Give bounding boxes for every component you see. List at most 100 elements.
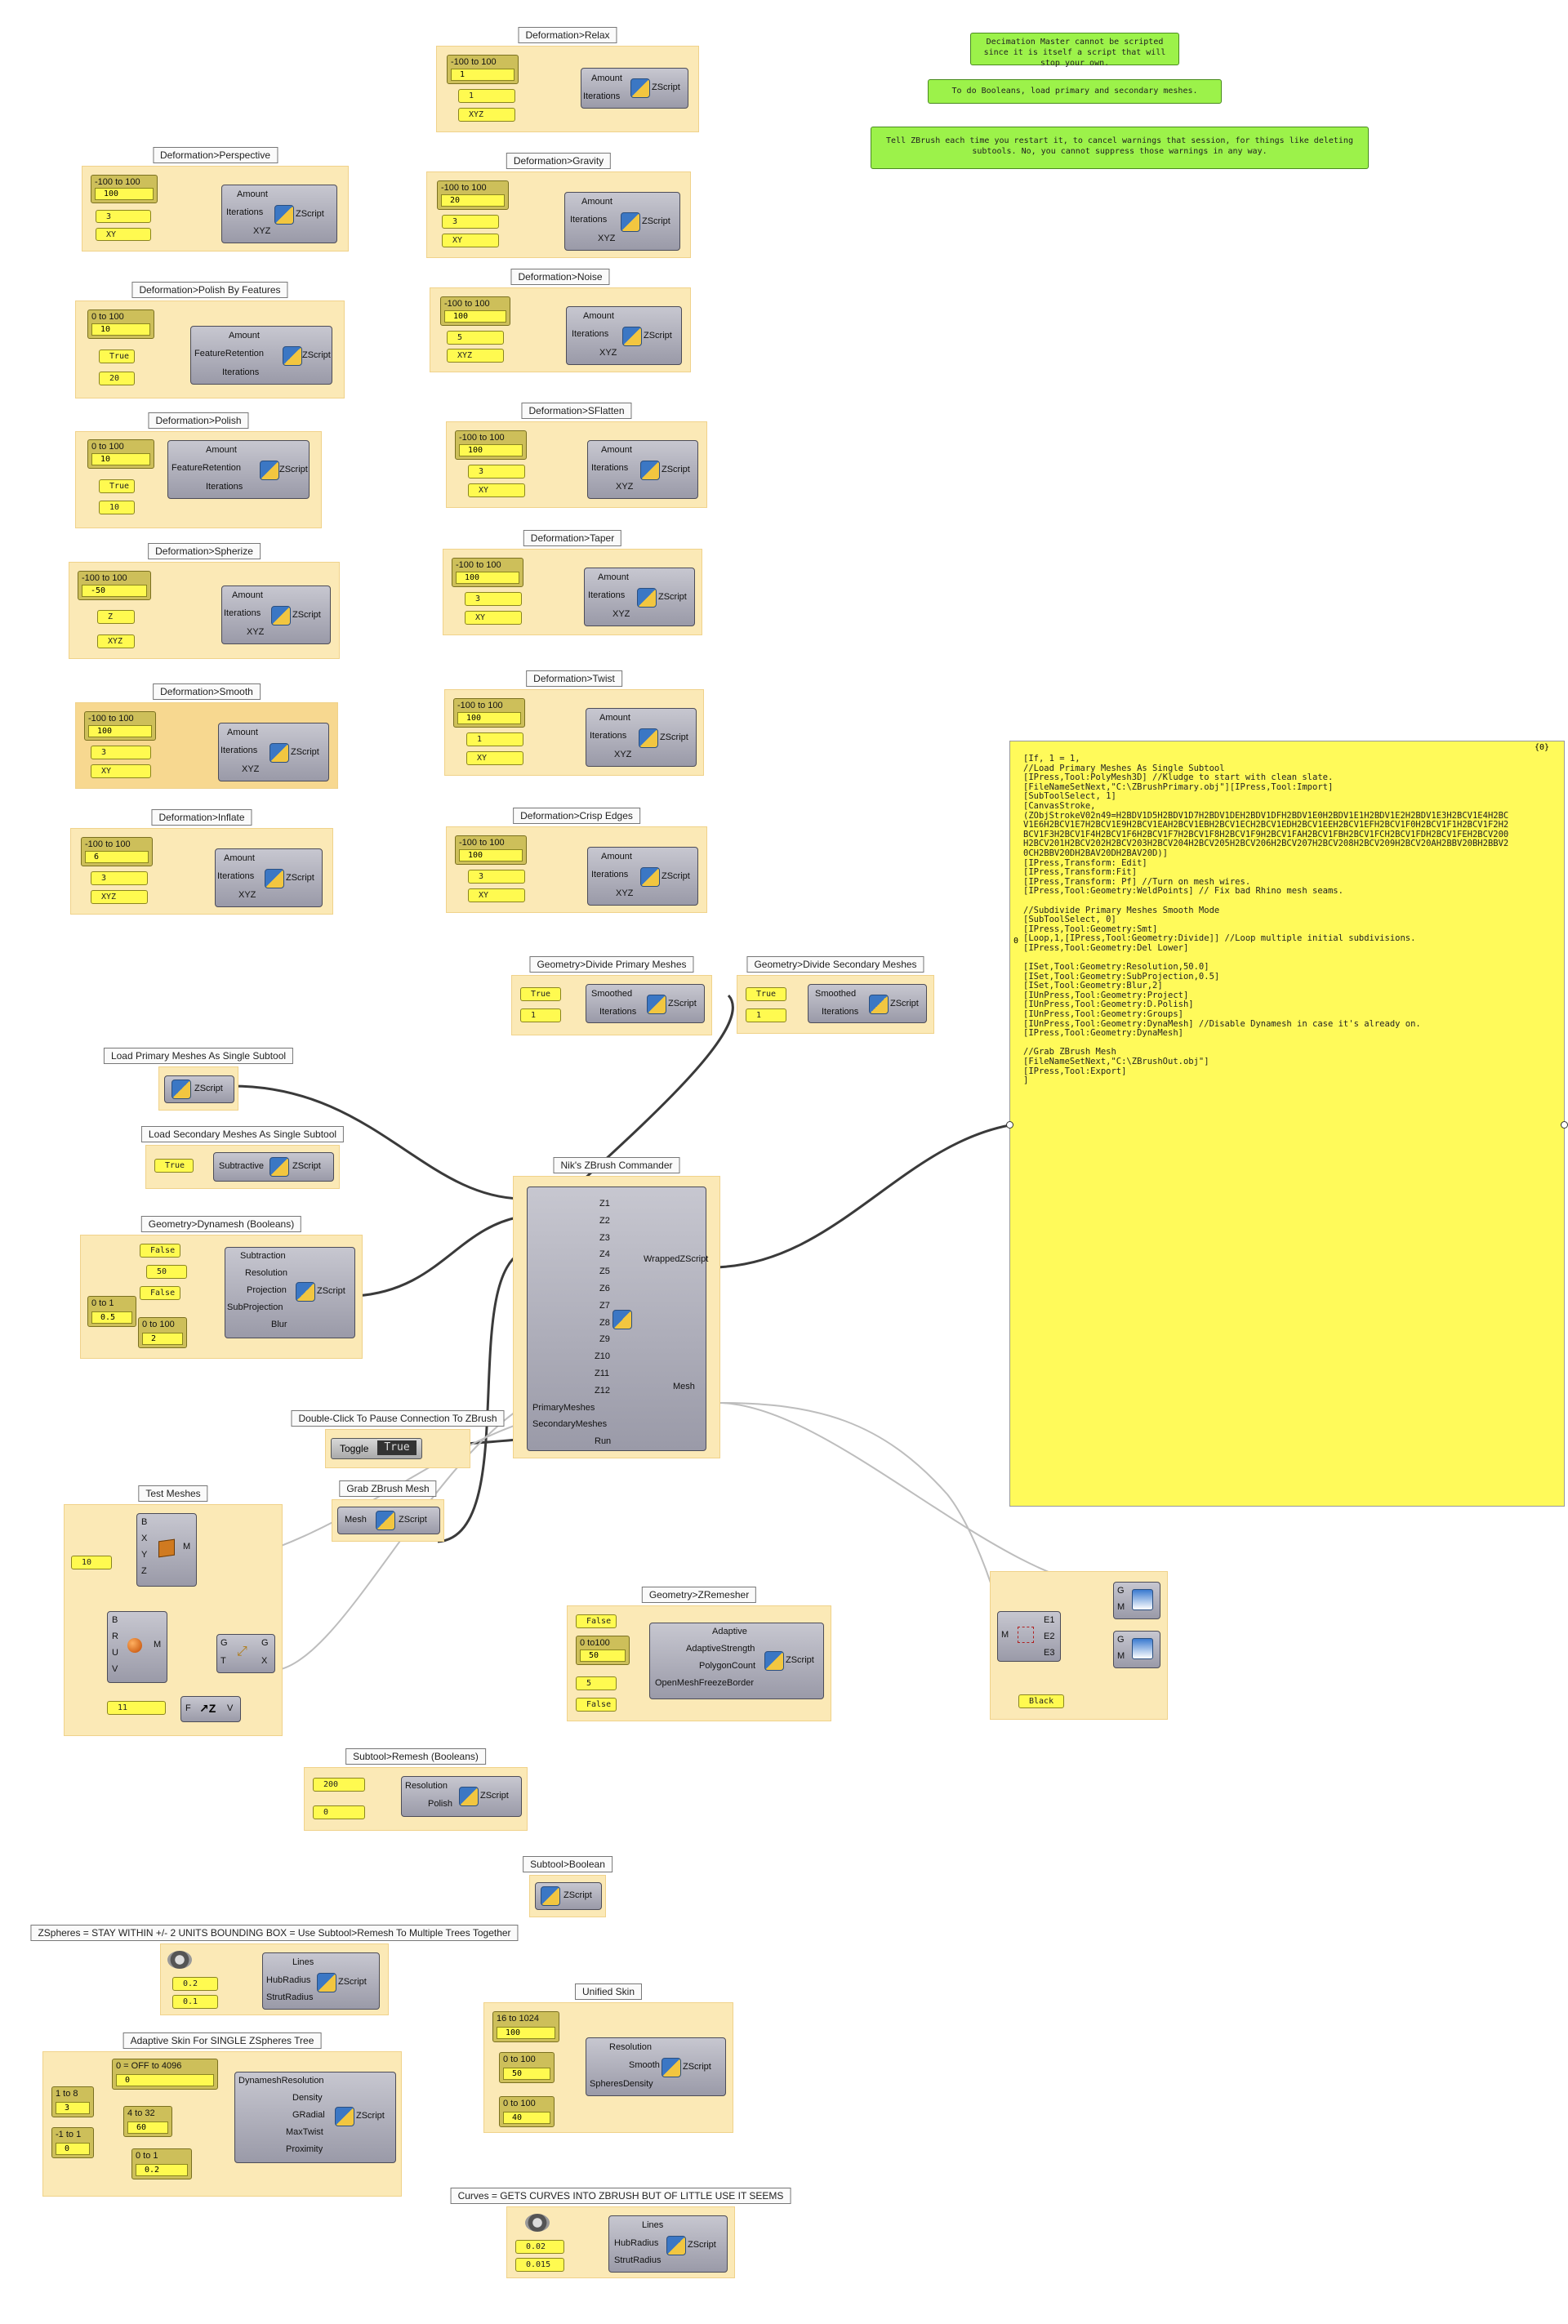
preview-component-1[interactable]: G M <box>1113 1582 1160 1619</box>
zscript-component[interactable]: Lines HubRadius StrutRadius ZScript <box>608 2215 728 2273</box>
zscript-component[interactable]: Amount Iterations XYZ ZScript <box>586 708 697 767</box>
zscript-component[interactable]: Subtractive ZScript <box>213 1152 334 1182</box>
curve-param-icon[interactable] <box>167 1951 192 1969</box>
xyz-panel[interactable]: XY <box>442 234 499 247</box>
xyz-panel[interactable]: XYZ <box>97 634 135 648</box>
group-toggle[interactable]: Double-Click To Pause Connection To ZBru… <box>291 1410 505 1468</box>
feature-retention-panel[interactable]: True <box>99 479 135 493</box>
freeze-border-panel[interactable]: False <box>576 1698 617 1712</box>
polish-panel[interactable]: 0 <box>313 1805 365 1819</box>
zscript-component[interactable]: Amount Iterations XYZ ZScript <box>587 440 698 499</box>
zscript-component[interactable]: Amount Iterations XYZ ZScript <box>218 723 329 781</box>
zscript-component[interactable]: Mesh ZScript <box>337 1507 440 1534</box>
zscript-component[interactable]: Amount Iterations XYZ ZScript <box>215 848 323 907</box>
subtraction-panel[interactable]: False <box>140 1244 180 1258</box>
xyz-panel[interactable]: XYZ <box>447 349 504 363</box>
hub-radius-panel[interactable]: 0.2 <box>172 1977 218 1991</box>
iterations-panel[interactable]: 3 <box>91 746 151 759</box>
iterations-panel[interactable]: 3 <box>468 465 525 479</box>
group-adaptive-skin[interactable]: Adaptive Skin For SINGLE ZSpheres Tree 0… <box>42 2032 402 2197</box>
zscript-component[interactable]: ZScript <box>535 1882 602 1910</box>
smoothed-panel[interactable]: True <box>520 987 561 1001</box>
series-panel[interactable]: 11 <box>107 1701 166 1715</box>
zscript-component[interactable]: Adaptive AdaptiveStrength PolygonCount O… <box>649 1623 824 1699</box>
group-boolean[interactable]: Subtool>Boolean ZScript <box>523 1856 612 1917</box>
group-divide-primary[interactable]: Geometry>Divide Primary Meshes True 1 Sm… <box>511 956 712 1035</box>
projection-panel[interactable]: False <box>140 1286 180 1300</box>
zscript-component[interactable]: Resolution Polish ZScript <box>401 1776 522 1817</box>
zscript-component[interactable]: Amount Iterations XYZ ZScript <box>221 585 331 644</box>
zscript-component[interactable]: Smoothed Iterations ZScript <box>586 984 705 1023</box>
sphere-component[interactable]: B R U V M <box>107 1611 167 1683</box>
zscript-component[interactable]: Amount Iterations ZScript <box>581 68 688 109</box>
group-zspheres[interactable]: ZSpheres = STAY WITHIN +/- 2 UNITS BOUND… <box>30 1925 519 2015</box>
amount-slider[interactable]: -100 to 100-50 <box>78 571 151 600</box>
zscript-component[interactable]: Amount Iterations XYZ ZScript <box>566 306 682 365</box>
group-test-meshes[interactable]: Test Meshes B X Y Z M 10 B R U V M G T ⤢… <box>64 1485 283 1736</box>
move-component[interactable]: G T ⤢ G X <box>216 1634 275 1673</box>
resolution-panel[interactable]: 200 <box>313 1778 365 1792</box>
zscript-component[interactable]: Resolution Smooth SpheresDensity ZScript <box>586 2037 726 2096</box>
wire-dynamesh[interactable] <box>355 1214 527 1298</box>
strut-radius-panel[interactable]: 0.1 <box>172 1995 218 2009</box>
zscript-component[interactable]: ZScript <box>164 1075 234 1103</box>
panel-output-port[interactable] <box>1561 1121 1568 1129</box>
colour-panel[interactable]: Black <box>1018 1694 1064 1708</box>
adaptive-panel[interactable]: False <box>576 1614 617 1628</box>
iterations-panel[interactable]: 1 <box>520 1008 561 1022</box>
xyz-panel[interactable]: XYZ <box>91 890 148 904</box>
zscript-component[interactable]: Amount FeatureRetention Iterations ZScri… <box>190 326 332 385</box>
xyz-panel[interactable]: XY <box>466 751 523 765</box>
zscript-component[interactable]: Smoothed Iterations ZScript <box>808 984 927 1023</box>
iterations-panel[interactable]: 20 <box>99 372 135 385</box>
iterations-panel[interactable]: 3 <box>91 871 148 885</box>
group-divide-secondary[interactable]: Geometry>Divide Secondary Meshes True 1 … <box>737 956 934 1034</box>
iterations-panel[interactable]: 10 <box>99 501 135 514</box>
toggle-button[interactable]: Toggle True <box>331 1438 422 1459</box>
zscript-component[interactable]: Amount Iterations XYZ ZScript <box>587 847 698 906</box>
subtractive-panel[interactable]: True <box>154 1159 194 1173</box>
zscript-component[interactable]: Amount Iterations XYZ ZScript <box>221 185 337 243</box>
xyz-panel[interactable]: XYZ <box>458 108 515 122</box>
feature-retention-panel[interactable]: True <box>99 349 135 363</box>
smoothed-panel[interactable]: True <box>746 987 786 1001</box>
strut-radius-panel[interactable]: 0.015 <box>515 2258 564 2272</box>
xyz-panel[interactable]: XY <box>468 483 525 497</box>
zscript-component[interactable]: DynameshResolution Density GRadial MaxTw… <box>234 2072 396 2163</box>
wire-wrapped-zscript[interactable] <box>710 1124 1010 1269</box>
zscript-component[interactable]: Amount FeatureRetention Iterations ZScri… <box>167 440 310 499</box>
zscript-component[interactable]: Amount Iterations XYZ ZScript <box>584 568 695 626</box>
group-spherize[interactable]: Deformation>Spherize -100 to 100-50 Z XY… <box>69 543 340 659</box>
iterations-panel[interactable]: 1 <box>466 732 523 746</box>
